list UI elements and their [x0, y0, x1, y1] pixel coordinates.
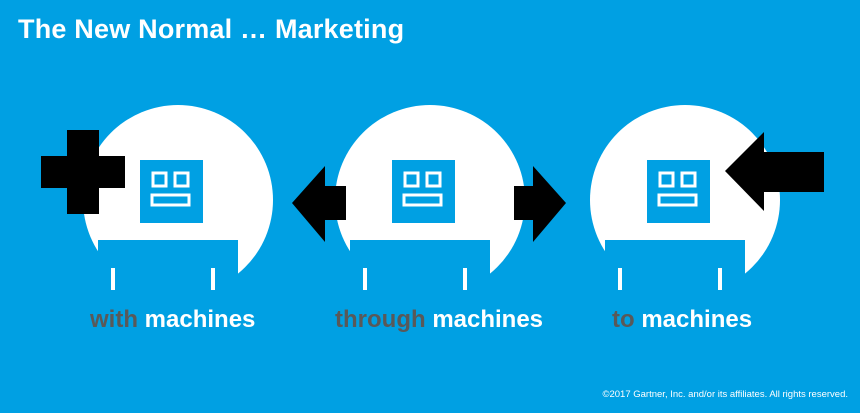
robot-through [333, 103, 527, 302]
caption-with: with machines [90, 306, 255, 334]
caption-accent: through [335, 306, 426, 333]
caption-accent: to [612, 306, 635, 333]
robot-with [81, 103, 275, 302]
caption-main: machines [641, 306, 753, 333]
arrow-into-robot-icon [725, 132, 824, 211]
caption-accent: with [90, 306, 138, 333]
caption-main: machines [144, 306, 256, 333]
arrow-right-icon [514, 166, 566, 242]
caption-to: to machines [612, 306, 752, 334]
arrow-left-icon [292, 166, 346, 242]
slide-title: The New Normal … Marketing [18, 14, 405, 44]
caption-main: machines [432, 306, 544, 333]
caption-through: through machines [335, 306, 543, 334]
copyright-footer: ©2017 Gartner, Inc. and/or its affiliate… [602, 389, 848, 400]
plus-icon [41, 130, 125, 214]
robot-to [588, 103, 782, 302]
